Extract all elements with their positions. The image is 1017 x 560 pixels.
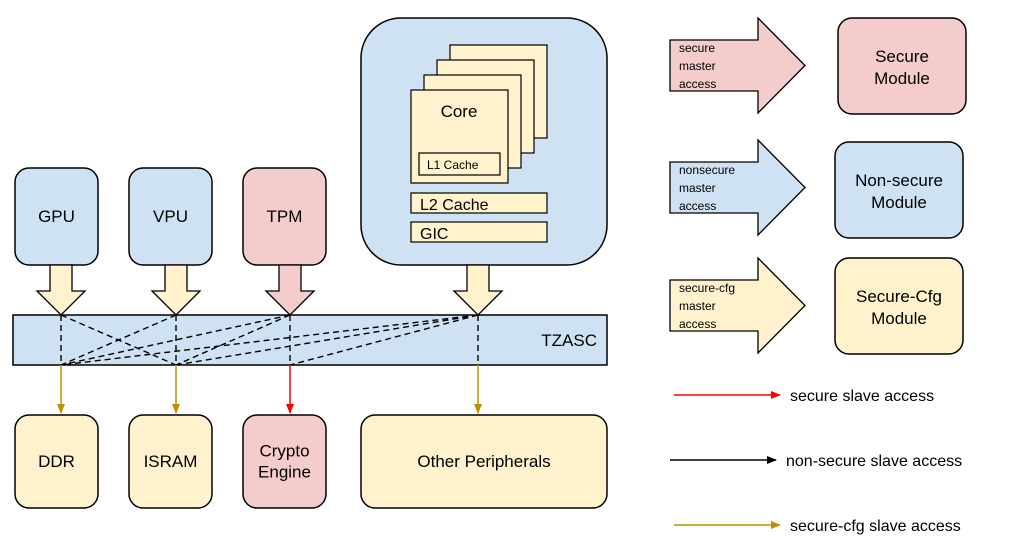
legend-secure-master-arrow [669,16,806,115]
legend-nonsecure-module-box [834,141,964,239]
route-cpu-to-crypto [289,314,479,366]
legend-secure-slave-label: secure slave access [790,388,934,405]
gpu-label: GPU [38,207,75,226]
legend-arrow-text: access [679,199,716,213]
legend-arrow-text: secure-cfg [679,281,735,295]
slave-other: Other Peripherals [360,414,608,509]
crypto-label: Crypto [259,442,309,461]
slave-isram: ISRAM [128,414,213,509]
l1-cache-box [418,152,501,176]
legend-module-text: Module [874,69,930,88]
route-tpm-to-ddr [60,314,291,366]
master-tpm: TPM [242,167,327,266]
legend-arrow-text: secure [679,41,715,55]
gpu-master-arrow [35,264,87,316]
cpu-master-arrow [452,264,504,316]
legend-arrow-text: master [679,299,716,313]
legend-arrow-text: nonsecure [679,163,735,177]
l1-cache-label: L1 Cache [427,158,479,172]
other-box [360,414,608,509]
legend-nonsecure-slave: non-secure slave access [670,453,962,470]
legend-module-text: Module [871,193,927,212]
slave-access-lines [57,365,482,414]
legend-module-text: Secure-Cfg [856,287,942,306]
vpu-label: VPU [153,207,188,226]
legend-secure-slave: secure slave access [674,388,934,405]
slave-ddr: DDR [14,414,99,509]
legend-nonsecure-slave-label: non-secure slave access [786,453,962,470]
tpm-master-arrow [264,264,316,316]
route-cpu-to-isram [175,314,479,366]
legend-module-text: Module [871,309,927,328]
route-vpu-to-ddr [60,314,177,366]
legend-arrow-text: master [679,181,716,195]
vpu-master-arrow [150,264,202,316]
legend-arrow-text: master [679,59,716,73]
legend-securecfg-slave: secure-cfg slave access [674,518,961,535]
legend-securecfg-slave-label: secure-cfg slave access [790,518,961,535]
legend-arrow-text: access [679,317,716,331]
gic-box [410,221,548,243]
isram-label: ISRAM [144,452,198,471]
master-vpu: VPU [128,167,213,266]
legend-module-text: Secure [875,47,929,66]
master-access-arrows [35,264,504,316]
legend-arrow-text: access [679,77,716,91]
tzasc-routes [60,314,479,366]
l2-cache-box [410,192,548,214]
crypto-label: Engine [258,463,311,482]
legend-securecfg-master-arrow [669,256,806,355]
tpm-label: TPM [267,207,303,226]
legend-nonsecure-master-arrow [669,138,806,237]
legend-securecfg-module-box [834,257,964,355]
tzasc: TZASC [12,314,608,366]
other-label: Other Peripherals [417,452,550,471]
core-stack [410,44,548,184]
legend-secure-module-box [837,17,967,115]
crypto-box [242,414,327,509]
core-label: Core [441,102,478,121]
gic-label: GIC [420,226,448,243]
tzasc-bar [12,314,608,366]
isram-box [128,414,213,509]
tzasc-label: TZASC [541,331,597,350]
ddr-label: DDR [38,452,75,471]
ddr-box [14,414,99,509]
cpu-cluster: Core L1 Cache L2 Cache GIC [360,17,608,266]
master-gpu: GPU [14,167,99,266]
route-tpm-to-isram [175,314,291,366]
legend-module-text: Non-secure [855,171,943,190]
l2-cache-label: L2 Cache [420,197,489,214]
